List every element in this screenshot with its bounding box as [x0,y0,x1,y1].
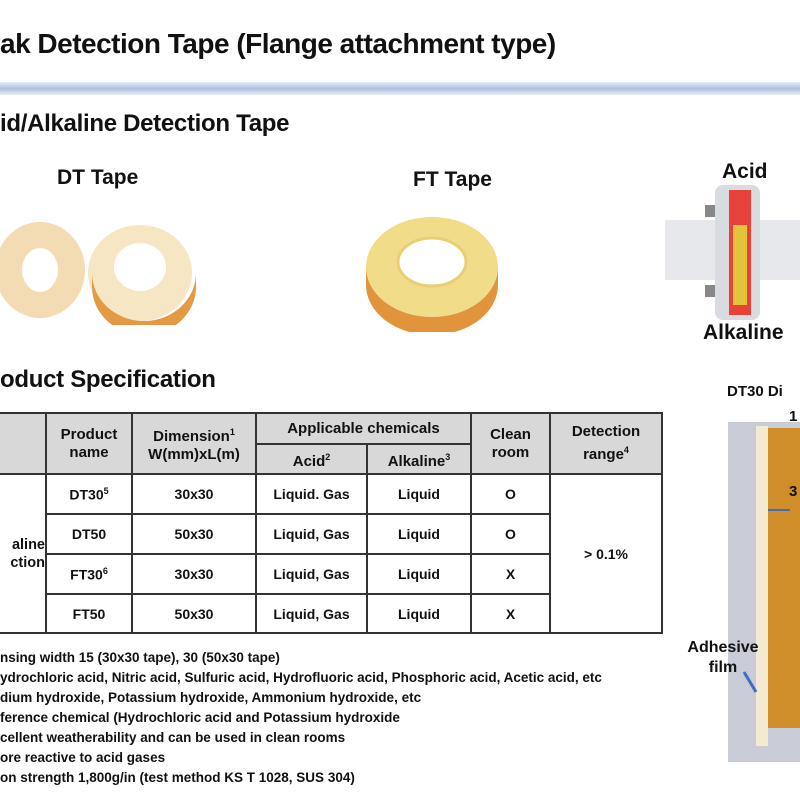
footnote: ydrochloric acid, Nitric acid, Sulfuric … [0,670,602,685]
clean-room: X [470,553,551,595]
acid: Liquid. Gas [255,473,368,515]
dimension-photo-title: DT30 Di [727,383,783,400]
dimension-mark-3: 3 [789,483,798,500]
flange-acid-label: Acid [722,160,768,183]
acid: Liquid, Gas [255,513,368,555]
product-name: FT306 [45,553,133,595]
alkaline-header: Alkaline3 [366,443,472,475]
alkaline: Liquid [366,593,472,634]
slide-title: ak Detection Tape (Flange attachment typ… [0,28,556,59]
alkaline: Liquid [366,473,472,515]
footnote: ore reactive to acid gases [0,750,166,765]
table-row: FT50 50x30 Liquid, Gas Liquid X [0,593,662,634]
dimension: 30x30 [131,553,257,595]
table-row: FT306 30x30 Liquid, Gas Liquid X [0,553,662,595]
dimension: 30x30 [131,473,257,515]
acid: Liquid, Gas [255,553,368,595]
ft-tape-label: FT Tape [413,168,492,191]
title-divider [0,82,800,95]
product-name: FT50 [45,593,133,634]
acid: Liquid, Gas [255,593,368,634]
alkaline: Liquid [366,553,472,595]
section-heading-specification: oduct Specification [0,366,216,393]
clean-room: O [470,473,551,515]
footnote: dium hydroxide, Potassium hydroxide, Amm… [0,690,422,705]
dimension: 50x30 [131,593,257,634]
dimension: 50x30 [131,513,257,555]
clean-room: X [470,593,551,634]
ft-tape-image [366,217,498,332]
flange-image [665,185,800,320]
detection-range: > 0.1% [549,473,663,634]
dt30-dimension-photo [728,422,800,762]
footnote: cellent weatherability and can be used i… [0,730,346,745]
footnote: nsing width 15 (30x30 tape), 30 (50x30 t… [0,650,280,665]
acid-header: Acid2 [255,443,368,475]
product-name: DT305 [45,473,133,515]
product-name: DT50 [45,513,133,555]
category-header [0,412,47,475]
clean-room: O [470,513,551,555]
applicable-chemicals-header: Applicable chemicals [255,412,472,445]
dimension-mark-1: 1 [789,408,798,425]
footnotes: nsing width 15 (30x30 tape), 30 (50x30 t… [0,648,602,788]
footnote: ference chemical (Hydrochloric acid and … [0,710,400,725]
dt-tape-image [0,222,196,325]
section-heading-detection-tape: id/Alkaline Detection Tape [0,110,290,137]
alkaline: Liquid [366,513,472,555]
dt-tape-label: DT Tape [57,166,139,189]
flange-alkaline-label: Alkaline [703,321,784,344]
footnote: on strength 1,800g/in (test method KS T … [0,770,355,785]
table-row: DT50 50x30 Liquid, Gas Liquid O [0,513,662,555]
